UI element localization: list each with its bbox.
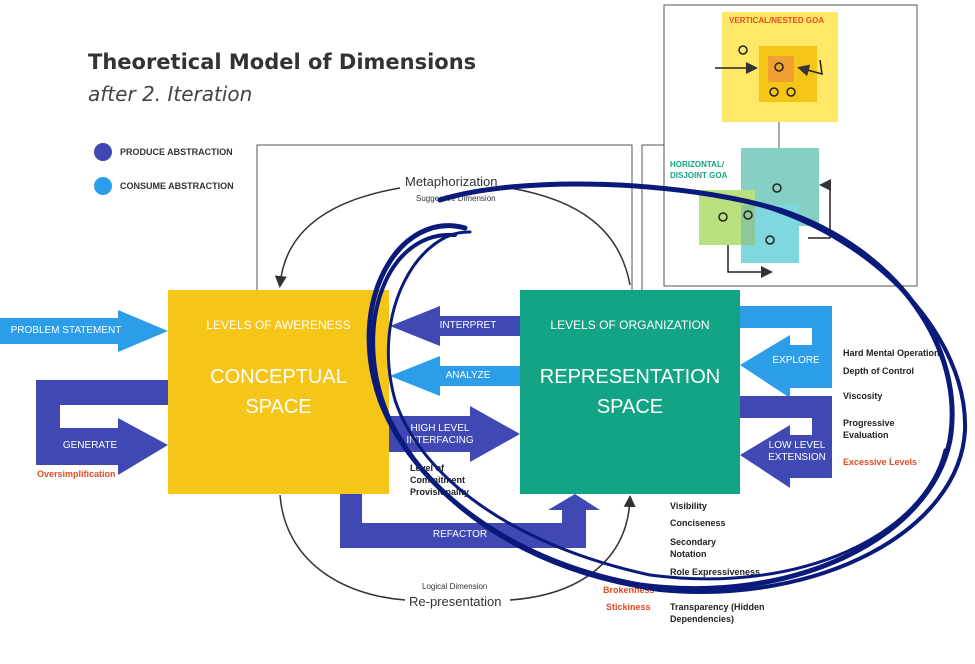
conceptual-title-2: SPACE [245,396,312,418]
dimension-notation: Notation [670,549,707,559]
dimension-transparency: Transparency (Hidden [670,602,765,612]
dimension-evaluation: Evaluation [843,430,889,440]
representation-label: Re-presentation [409,594,502,609]
interpret-label: INTERPRET [439,320,497,331]
dimension-secondary: Secondary [670,537,717,547]
goa-horizontal-title-2: DISJOINT GOA [670,171,728,180]
low-level-label-2: EXTENSION [768,452,826,463]
explore-label: EXPLORE [772,355,820,366]
page-subtitle: after 2. Iteration [88,82,253,106]
dimension-provisionality: Provisionality [410,487,470,497]
dimension-commitment: Commitment [410,475,466,485]
representation-title-1: REPRESENTATION [539,366,721,388]
dimension-excessive-levels: Excessive Levels [843,457,918,467]
conceptual-space-box: LEVELS OF AWERENESS CONCEPTUAL SPACE [168,290,389,494]
goa-horizontal-title-1: HORIZONTAL/ [670,160,725,169]
goa-vertical-title: VERTICAL/NESTED GOA [729,16,825,25]
representation-space-box: LEVELS OF ORGANIZATION REPRESENTATION SP… [520,290,740,494]
high-level-label-2: INTERFACING [406,435,474,446]
produce-legend-dot [94,143,112,161]
consume-legend-label: CONSUME ABSTRACTION [120,181,234,191]
dimension-brokenness: Brokenness [603,585,655,595]
high-level-label-1: HIGH LEVEL [410,423,470,434]
low-level-label-1: LOW LEVEL [768,440,826,451]
refactor-label: REFACTOR [432,529,488,540]
problem-statement-label: PROBLEM STATEMENT [10,325,122,336]
connector-line-left [256,144,633,290]
generate-arrow [36,380,168,475]
metaphorization-label: Metaphorization [405,174,498,189]
dimension-level-of: Level of [410,463,445,473]
dimension-hard-mental-operation: Hard Mental Operation [843,348,940,358]
oversimplification-label: Oversimplification [37,469,116,479]
dimension-progressive: Progressive [843,418,895,428]
dimension-role-expressiveness: Role Expressiveness [670,567,761,577]
analyze-label: ANALYZE [445,370,491,381]
representation-level-label: LEVELS OF ORGANIZATION [550,318,710,332]
metaphorization-arc [274,187,401,288]
generate-label: GENERATE [62,440,118,451]
dimension-depth-of-control: Depth of Control [843,366,914,376]
dimension-viscosity: Viscosity [843,391,883,401]
produce-legend-label: PRODUCE ABSTRACTION [120,147,233,157]
representation-arc [279,494,406,601]
explore-arrow [740,306,832,398]
conceptual-level-label: LEVELS OF AWERENESS [206,318,351,332]
metaphorization-sub-label: Suggestive Dimension [416,194,496,203]
dimension-conciseness: Conciseness [670,518,726,528]
dimension-dependencies: Dependencies) [670,614,735,624]
dimension-stickiness: Stickiness [606,602,651,612]
representation-sub-label: Logical Dimension [422,582,488,591]
problem-statement-arrow [0,310,168,352]
conceptual-title-1: CONCEPTUAL [210,366,347,388]
consume-legend-dot [94,177,112,195]
representation-title-2: SPACE [596,396,664,418]
page-title: Theoretical Model of Dimensions [88,50,477,74]
dimension-visibility: Visibility [670,501,707,511]
